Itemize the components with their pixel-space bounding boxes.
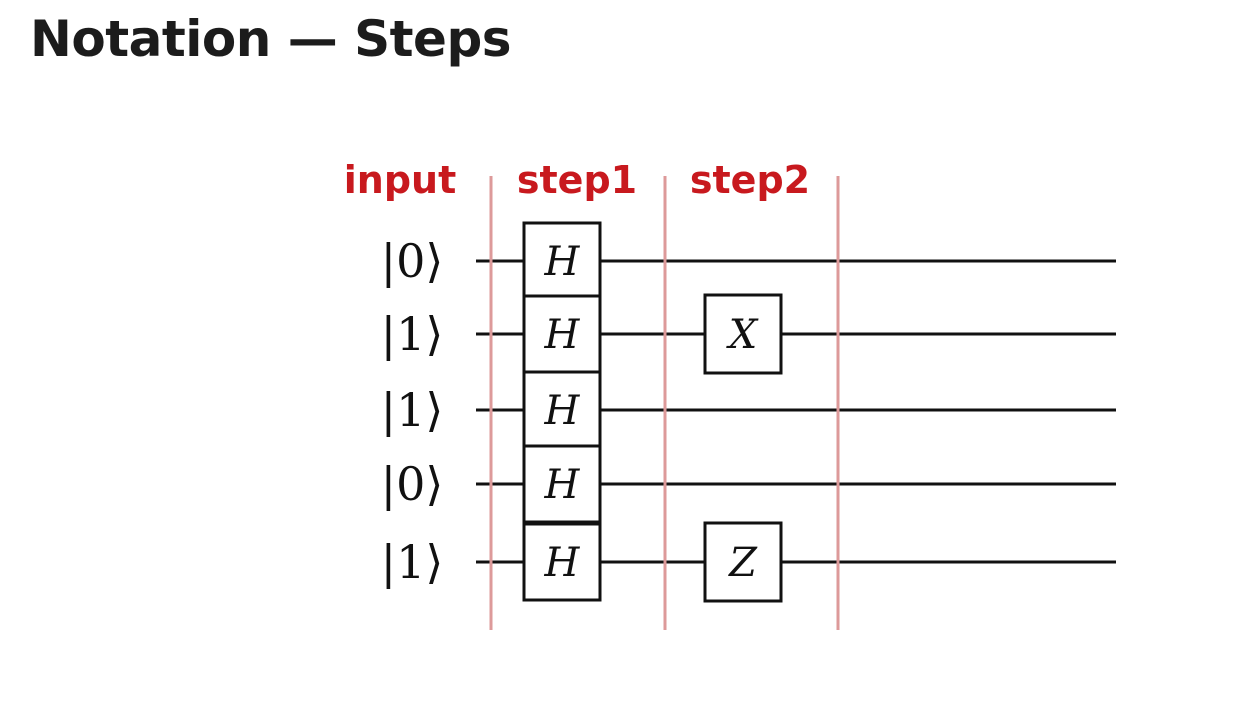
slide-title: Notation — Steps: [30, 10, 512, 68]
step-dividers: [489, 176, 840, 630]
gate-h-box: [522, 221, 602, 301]
gate-h-label: H: [544, 239, 581, 285]
gate-h-box: [522, 444, 602, 524]
step-label-step1: step1: [517, 158, 637, 202]
gate-h-label: H: [544, 388, 581, 434]
input-ket: |1⟩: [381, 535, 444, 589]
gate-x-box: [703, 293, 783, 375]
gate-z-label: Z: [727, 540, 758, 586]
input-ket: |0⟩: [381, 457, 444, 511]
gate-h-label: H: [544, 462, 581, 508]
gate-x-label: X: [726, 312, 759, 358]
gate-h-box: [522, 522, 602, 602]
gate-h-label: H: [544, 312, 581, 358]
input-ket: |1⟩: [381, 307, 444, 361]
step-label-input: input: [344, 158, 457, 202]
gate-h-box: [522, 294, 602, 374]
gate-h-label: H: [544, 540, 581, 586]
input-ket: |0⟩: [381, 234, 444, 288]
step-labels: input step1 step2: [344, 158, 810, 202]
input-states: |0⟩ |1⟩ |1⟩ |0⟩ |1⟩: [381, 234, 444, 589]
input-ket: |1⟩: [381, 383, 444, 437]
gate-h-box: [522, 370, 602, 450]
gate-z-box: [703, 521, 783, 603]
step-label-step2: step2: [690, 158, 810, 202]
